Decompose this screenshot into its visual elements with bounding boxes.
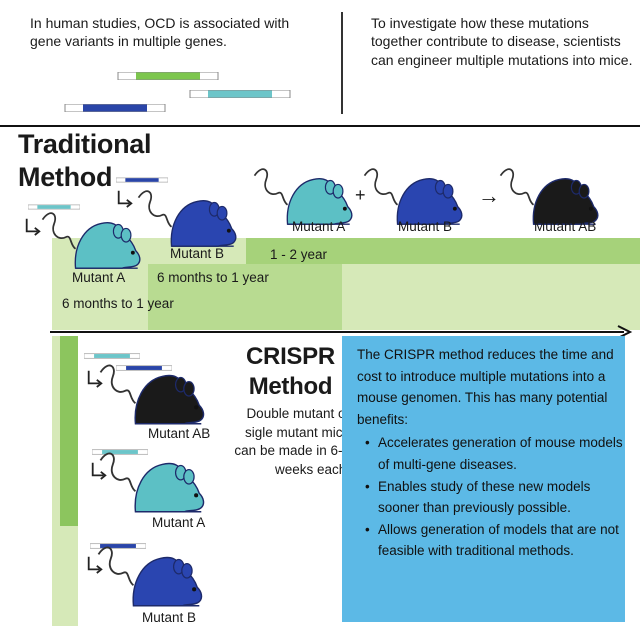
- intro-gene-variants: [64, 72, 291, 112]
- intro-right-text: To investigate how these mutations toget…: [371, 15, 633, 68]
- crispr-title-line1: CRISPR: [246, 343, 335, 370]
- period-label-2: 6 months to 1 year: [157, 270, 269, 285]
- label-mutant-b-step3: Mutant B: [398, 219, 453, 234]
- crispr-label-mutant-ab: Mutant AB: [148, 426, 211, 441]
- gene-bar-a: [84, 353, 140, 359]
- benefits-intro: The CRISPR method reduces the time and c…: [357, 347, 614, 427]
- gene-variant-green: [117, 72, 219, 80]
- section-divider: [0, 125, 640, 127]
- label-mutant-a: Mutant A: [72, 270, 126, 285]
- benefit-item: Allows generation of models that are not…: [365, 519, 625, 562]
- gene-bar-b: [116, 177, 168, 183]
- timeline-bar-stage3-fill: [342, 264, 640, 330]
- label-mutant-b: Mutant B: [170, 246, 225, 261]
- traditional-title-line1: Traditional: [18, 129, 152, 159]
- crispr-timeline-fill: [60, 336, 78, 526]
- benefits-text: The CRISPR method reduces the time and c…: [357, 344, 625, 562]
- mouse-mutant-ab-icon: [99, 364, 205, 425]
- mouse-mutant-b-icon: [97, 546, 203, 607]
- traditional-method-title: Traditional Method: [18, 128, 152, 194]
- period-label-1: 6 months to 1 year: [62, 296, 174, 311]
- plus-icon: +: [355, 185, 366, 205]
- period-label-3: 1 - 2 year: [270, 247, 328, 262]
- crispr-label-mutant-a: Mutant A: [152, 515, 206, 530]
- timeline-bar-stage3: [246, 238, 640, 264]
- benefit-item: Enables study of these new models sooner…: [365, 476, 625, 519]
- traditional-title-line2: Method: [18, 161, 113, 192]
- crispr-label-mutant-b: Mutant B: [142, 610, 197, 625]
- label-mutant-ab: Mutant AB: [534, 219, 597, 234]
- gene-variant-navy: [64, 104, 166, 112]
- intro-left-text: In human studies, OCD is associated with…: [30, 15, 290, 50]
- arrow-right-icon: →: [478, 183, 500, 208]
- mouse-mutant-b-icon: [137, 190, 237, 248]
- mouse-mutant-a-icon: [41, 212, 141, 270]
- gene-variant-teal: [189, 90, 291, 98]
- crispr-title-line2: Method: [248, 373, 333, 400]
- benefit-item: Accelerates generation of mouse models o…: [365, 432, 625, 475]
- benefits-list: Accelerates generation of mouse models o…: [357, 432, 625, 562]
- label-mutant-a-step3: Mutant A: [292, 219, 346, 234]
- crispr-note: Double mutant or sigle mutant mice can b…: [234, 406, 350, 477]
- elbow-arrow-icon: [117, 189, 133, 208]
- mouse-mutant-a-icon: [99, 452, 205, 513]
- crispr-method-title: CRISPR Method: [246, 342, 335, 402]
- intro-divider: [341, 12, 343, 114]
